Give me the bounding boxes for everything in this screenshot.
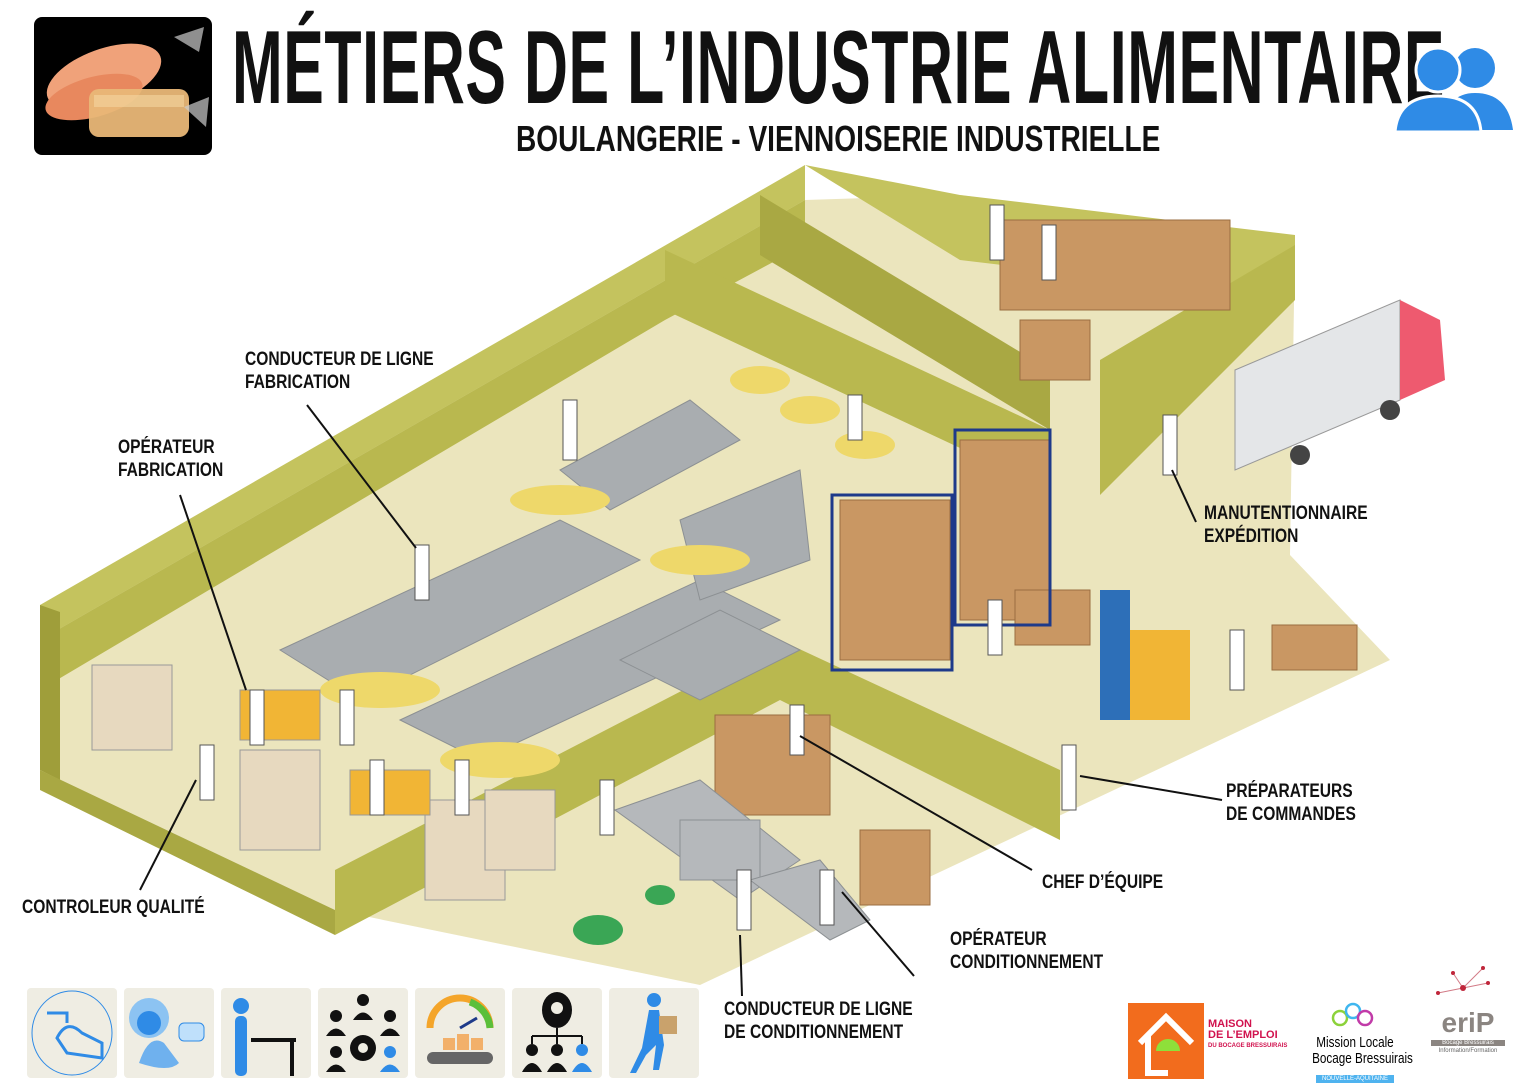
bread-bags-icon: [45, 27, 209, 137]
logo-text: MAISON: [1208, 1018, 1252, 1030]
logo-text: eriP: [1441, 1007, 1495, 1038]
hierarchy-icon: [512, 988, 602, 1078]
carrying-box-icon: [609, 988, 699, 1078]
wall-packaging: [335, 640, 1060, 935]
packaging-line: [613, 779, 871, 941]
logo-mission-locale: Mission Locale Bocage Bressuirais NOUVEL…: [1300, 1002, 1413, 1083]
label-chef-equipe: CHEF D’ÉQUIPE: [1042, 871, 1163, 894]
label-line: OPÉRATEUR: [950, 929, 1047, 950]
logo-text: Mission Locale: [1316, 1034, 1394, 1051]
logo-text: Bocage Bressuirais: [1312, 1050, 1413, 1067]
productivity-gauge-icon: [415, 988, 505, 1078]
label-line: CHEF D’ÉQUIPE: [1042, 872, 1164, 893]
logo-badge: NOUVELLE-AQUITAINE: [1316, 1075, 1394, 1083]
label-line: CONDUCTEUR DE LIGNE: [724, 999, 913, 1020]
people-circles-icon: [1331, 1002, 1374, 1027]
forklift: [1100, 590, 1190, 720]
label-line: CONTROLEUR QUALITÉ: [22, 897, 205, 918]
label-controleur-qualite: CONTROLEUR QUALITÉ: [22, 896, 205, 919]
label-line: CONDUCTEUR DE LIGNE: [245, 349, 434, 370]
workers: [199, 204, 1245, 931]
hygiene-equipment-icon: [124, 988, 214, 1078]
wall-back-left: [40, 165, 805, 640]
logo-text: DU BOCAGE BRESSUIRAIS: [1208, 1043, 1288, 1049]
users-icon: [1393, 38, 1518, 138]
logo-erip: eriP Bocage Bressuirais Information/Form…: [1425, 963, 1511, 1081]
truck: [1234, 299, 1445, 471]
page-subtitle: BOULANGERIE - VIENNOISERIE INDUSTRIELLE: [516, 118, 1161, 159]
logo-text: Bocage Bressuirais: [1431, 1040, 1505, 1046]
label-line: OPÉRATEUR: [118, 437, 215, 458]
house-icon: [1128, 1003, 1204, 1079]
logo-text: Information/Formation: [1438, 1048, 1498, 1054]
leader-lines: [139, 404, 1223, 997]
network-icon: [1436, 966, 1490, 995]
storage-racks: [714, 219, 1358, 906]
standing-work-icon: [221, 988, 311, 1078]
logo-maison-emploi: MAISON DE L’EMPLOI DU BOCAGE BRESSUIRAIS: [1128, 1003, 1288, 1081]
hand-washing-icon: [27, 988, 117, 1078]
product-image: [34, 17, 212, 155]
teamwork-icon: [318, 988, 408, 1078]
label-line: FABRICATION: [118, 460, 224, 481]
label-line: DE COMMANDES: [1226, 804, 1356, 825]
label-line: CONDITIONNEMENT: [950, 952, 1104, 973]
label-line: EXPÉDITION: [1204, 526, 1299, 547]
label-line: FABRICATION: [245, 372, 351, 393]
logo-text: DE L’EMPLOI: [1208, 1029, 1278, 1041]
label-line: PRÉPARATEURS: [1226, 781, 1353, 802]
label-line: DE CONDITIONNEMENT: [724, 1022, 904, 1043]
production-lines: [278, 399, 811, 761]
label-line: MANUTENTIONNAIRE: [1204, 503, 1368, 524]
